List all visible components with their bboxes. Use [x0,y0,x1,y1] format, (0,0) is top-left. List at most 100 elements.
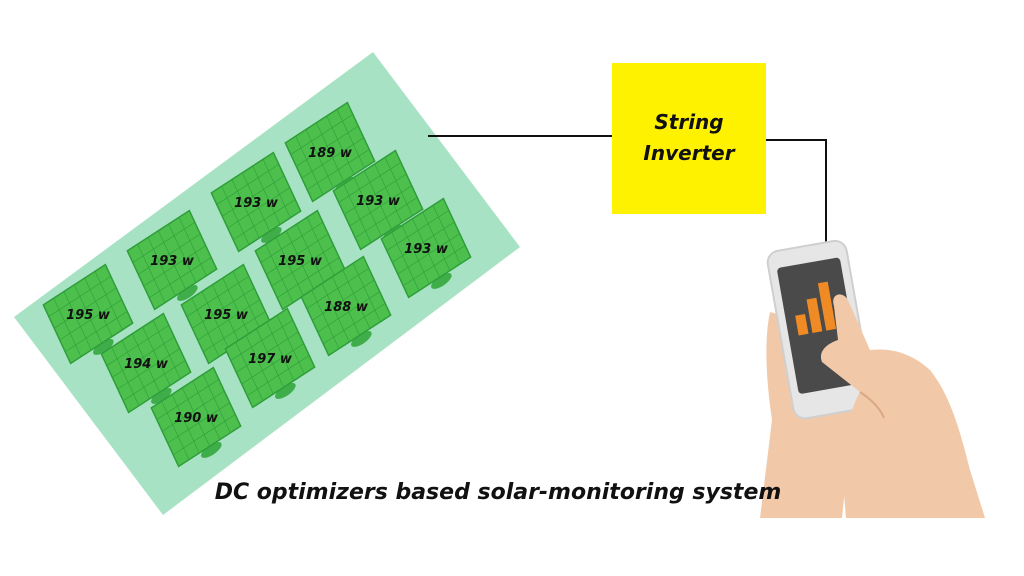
panel-grid-line [342,269,371,329]
panel-grid-line [247,355,310,396]
panel-grid-line [306,268,369,309]
panel-grid-line [352,263,381,323]
panel-grid-line [191,297,220,357]
panel-power-label: 189 w [308,146,353,161]
panel-grid-line [112,336,175,378]
panel-grid-line [221,185,250,245]
solar-panel [100,312,192,414]
panel-grid-line [203,311,266,352]
panel-grid-line [277,257,340,298]
panel-grid-line [197,299,260,341]
panel-grid-line [353,177,382,237]
panel-grid-line [245,335,274,395]
panel-grid-line [296,125,359,167]
panel-stand [151,387,172,404]
inverter-to-phone-wire [766,139,827,252]
panel-power-label: 193 w [234,196,279,211]
panel-grid-line [312,279,375,321]
panel-grid-line [296,223,325,283]
panel-grid-line [305,129,334,189]
panel-power-label: 193 w [150,254,195,269]
panel-grid-line [74,284,102,344]
solar-panel [42,263,134,365]
panel-grid-line [202,374,231,434]
panel-grid-line [392,221,455,263]
panel-grid-line [161,400,190,460]
panel-grid-line [306,217,335,277]
panel-grid-line [232,271,261,331]
panel-grid-line [364,170,392,230]
panel-grid-line [391,231,420,291]
panel-grid-line [143,245,206,287]
panel-stand [275,382,296,399]
panel-grid-line [332,276,360,336]
panel-grid-line [158,230,186,290]
panel-grid-line [241,343,304,385]
panel-power-label: 194 w [124,357,169,372]
panel-grid-line [260,222,323,263]
panel-power-label: 193 w [404,242,449,257]
panel-grid-line [349,185,412,227]
panel-power-label: 195 w [278,254,323,269]
panel-grid-line [317,291,380,333]
panel-grid-line [222,277,251,337]
panel-grid-line [156,379,219,420]
panel-grid-line [111,346,140,406]
panel-grid-line [384,157,413,217]
panel-grid-line [231,179,260,239]
panel-grid-line [48,276,111,317]
panel-power-label: 190 w [174,411,219,426]
solar-panel [380,197,472,299]
panel-grid-line [265,243,294,303]
panel-grid-line [256,328,284,388]
string-inverter: String Inverter [612,63,766,214]
panel-grid-line [374,163,403,223]
panel-grid-line [192,287,255,329]
panel-grid-line [336,109,365,169]
panel-grid-line [401,225,430,285]
panel-grid-line [132,333,160,393]
panel-grid-line [121,340,150,400]
panel-grid-line [236,331,299,373]
panel-grid-line [227,187,290,229]
panel-grid-line [152,320,181,380]
panel-grid-line [186,276,249,317]
panel-grid-line [235,341,264,401]
panel-grid-line [65,311,128,352]
hand-with-phone [760,239,985,518]
panel-stand [177,284,198,301]
inverter-label-line2: Inverter [643,141,735,165]
pointing-hand [820,294,985,518]
panel-grid-line [343,183,372,243]
panel-grid-line [286,230,314,290]
panel-grid-line [266,233,329,275]
panel-grid-line [59,299,122,341]
panel-grid-line [137,243,166,303]
inverter-box [612,63,766,214]
panel-grid-line [171,394,200,454]
panel-stand [93,338,114,355]
inverter-label-line1: String [654,110,723,134]
panel-grid-line [233,199,296,240]
panel-grid-line [123,360,186,401]
panel-grid-line [106,325,169,366]
panel-grid-line [182,387,210,447]
panel-grid-line [271,245,334,287]
bar-chart-icon [795,281,837,336]
panel-power-label: 188 w [324,300,369,315]
solar-panel [224,307,316,409]
panel-grid-line [132,222,195,263]
panel-grid-line [138,233,201,275]
panel-grid-line [252,165,281,225]
panel-grid-line [230,320,293,361]
chart-bar-3 [817,281,837,331]
panel-grid-line [262,159,291,219]
panel-grid-line [117,348,180,390]
panel-grid-line [275,237,304,297]
panel-grid-line [316,122,344,182]
panel-grid-line [84,277,113,337]
solar-panel [150,366,242,468]
solar-panel [210,151,302,253]
